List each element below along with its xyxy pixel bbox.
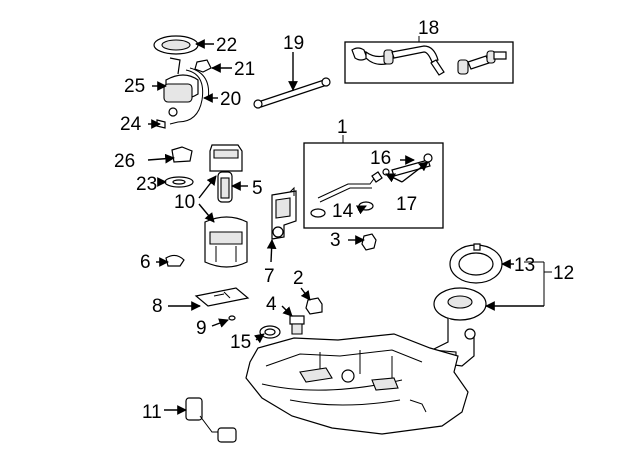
callout-20: 20 (220, 89, 241, 110)
callout-labels: 1 2 3 4 5 6 7 8 9 10 11 12 13 14 15 16 1… (114, 18, 574, 423)
callout-15: 15 (230, 332, 251, 353)
callout-23: 23 (136, 174, 157, 195)
fuel-tank (245, 333, 469, 435)
callout-25: 25 (124, 76, 145, 97)
leader-lines (147, 39, 552, 415)
callout-7: 7 (264, 266, 275, 287)
misc-small-parts (194, 287, 323, 339)
callout-19: 19 (283, 33, 304, 54)
callout-12: 12 (553, 263, 574, 284)
callout-17: 17 (396, 194, 417, 215)
callout-24: 24 (120, 114, 142, 135)
callout-21: 21 (234, 59, 255, 80)
callout-8: 8 (152, 296, 163, 317)
hose-kit-box (344, 36, 514, 84)
callout-1: 1 (337, 117, 348, 138)
fuel-pump-module-parts (361, 233, 503, 367)
callout-2: 2 (293, 268, 304, 289)
callout-22: 22 (216, 35, 237, 56)
fuel-sender-connector (185, 397, 237, 443)
callout-5: 5 (252, 178, 263, 199)
fuel-gauge-assembly-parts (153, 35, 212, 129)
fuel-pipe-rod (253, 77, 331, 109)
callout-10: 10 (174, 192, 195, 213)
fuel-sender-bracket (271, 186, 297, 240)
fuel-pump-parts (164, 144, 248, 268)
callout-14: 14 (332, 201, 354, 222)
callout-11: 11 (142, 402, 162, 423)
callout-13: 13 (514, 255, 535, 276)
callout-18: 18 (418, 18, 439, 39)
callout-26: 26 (114, 151, 135, 172)
callout-6: 6 (140, 252, 151, 273)
callout-4: 4 (266, 294, 277, 315)
callout-3: 3 (330, 230, 341, 251)
callout-9: 9 (196, 318, 207, 339)
callout-16: 16 (370, 148, 391, 169)
